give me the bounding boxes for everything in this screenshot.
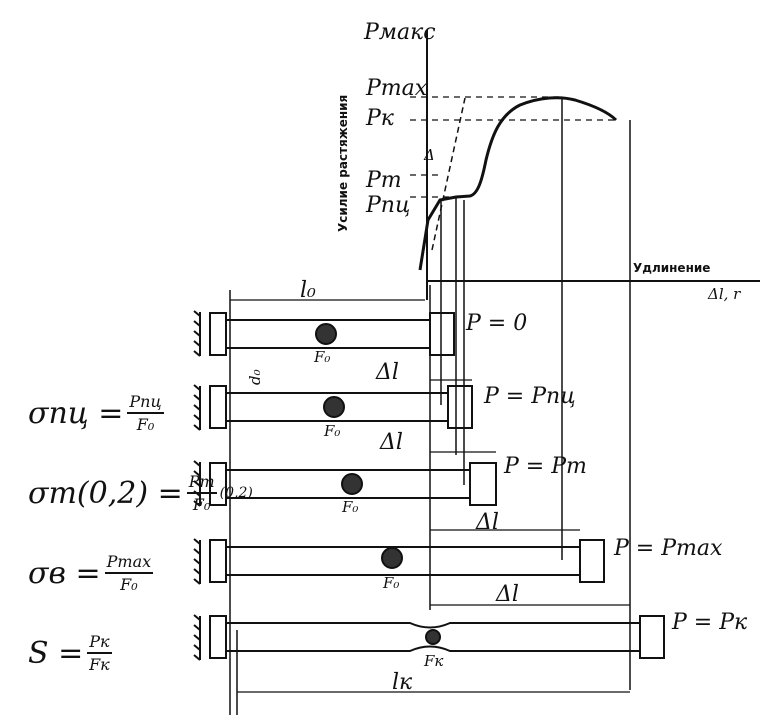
specimen-2-area: F₀ — [324, 422, 341, 440]
label-pk: Pк — [366, 106, 394, 131]
label-pt: Pт — [366, 168, 402, 193]
x-axis-unit: Δl, r — [708, 285, 741, 303]
specimen-4-area: F₀ — [383, 574, 400, 592]
specimen-3-load: P = Pт — [504, 454, 587, 479]
specimen-4-load: P = Pmax — [614, 536, 723, 561]
specimen-1-diameter: d₀ — [246, 369, 264, 385]
specimen-2-load: P = Pпц — [484, 384, 576, 409]
specimen-5-delta: Δl — [496, 582, 519, 607]
specimen-4 — [193, 529, 605, 585]
formula-2-extra: (0,2) — [219, 485, 253, 501]
formula-2-den: F₀ — [192, 495, 211, 514]
specimen-4-delta: Δl — [476, 510, 499, 535]
formula-4-den: Fк — [89, 655, 110, 674]
formula-3-lhs: σв = — [28, 555, 101, 591]
formula-1-num: Pпц — [127, 392, 164, 414]
specimen-2 — [193, 379, 473, 431]
formula-3-num: Pmax — [104, 552, 154, 574]
specimen-1-area: F₀ — [314, 348, 331, 366]
formula-2-num: Pт — [186, 472, 217, 494]
y-axis-top-label: Pмакс — [364, 20, 436, 45]
formula-1-den: F₀ — [136, 415, 155, 434]
label-pmax: Pmax — [366, 76, 428, 101]
specimen-5 — [193, 604, 665, 693]
offset-line — [431, 97, 466, 251]
specimen-1-load: P = 0 — [466, 311, 528, 336]
specimen-5-total-length: lк — [392, 670, 413, 695]
specimen-1-length: l₀ — [300, 278, 316, 303]
formula-4-lhs: S = — [28, 635, 84, 671]
label-ppc: Pпц — [366, 193, 411, 218]
label-offset: Δ — [424, 146, 435, 164]
force-curve — [418, 96, 618, 271]
specimen-5-load: P = Pк — [672, 610, 748, 635]
specimen-3-area: F₀ — [342, 498, 359, 516]
formula-3-den: F₀ — [120, 575, 138, 594]
specimen-1 — [193, 299, 455, 357]
y-axis-title: Усилие растяжения — [336, 94, 350, 232]
formula-2-lhs: σт(0,2) = — [28, 475, 183, 511]
specimen-3-delta: Δl — [380, 430, 403, 455]
formula-1-lhs: σпц = — [28, 395, 124, 431]
specimen-5-area: Fк — [424, 652, 444, 670]
specimen-2-delta: Δl — [376, 360, 399, 385]
formula-4-num: Pк — [87, 632, 112, 654]
specimen-3 — [193, 451, 497, 507]
x-axis-title: Удлинение — [633, 261, 711, 275]
